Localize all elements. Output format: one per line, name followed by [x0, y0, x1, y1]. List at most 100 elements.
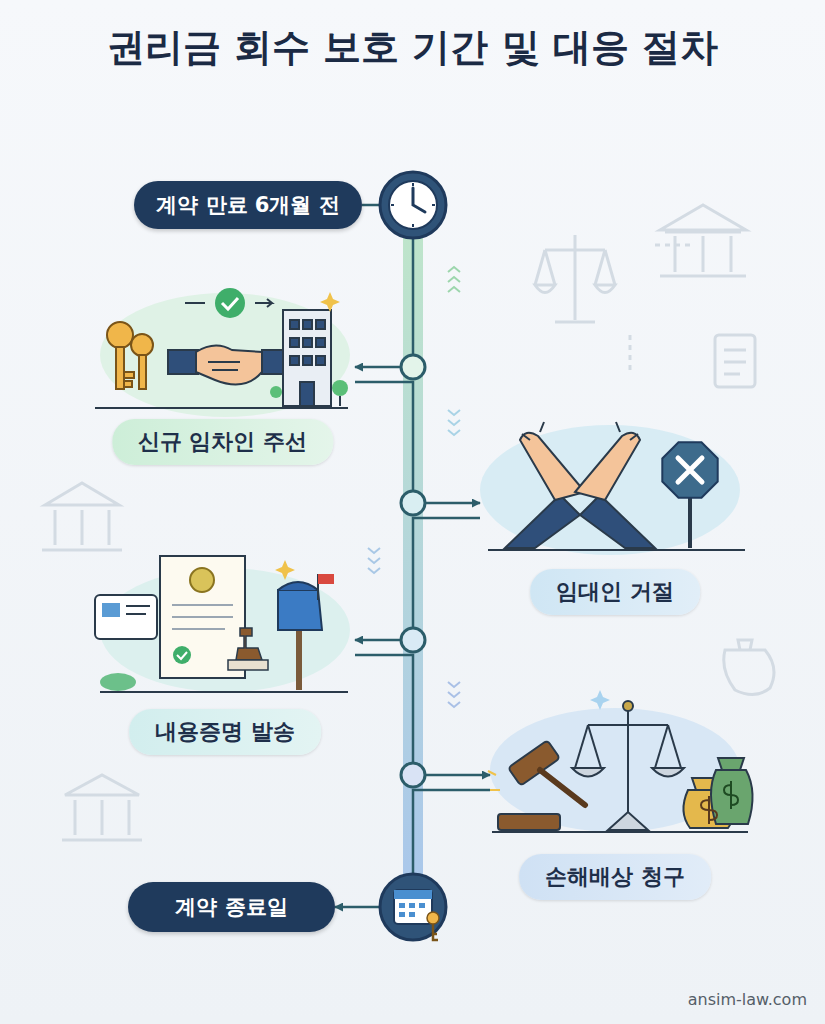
drawing-part — [177, 652, 187, 659]
drawing-part — [391, 183, 435, 227]
drawing-part — [409, 912, 415, 917]
drawing-part — [498, 814, 560, 830]
drawing-part — [730, 236, 733, 272]
watermark: ansim-law.com — [688, 990, 807, 1009]
drawing-part — [190, 568, 214, 592]
step-label: 신규 임차인 주선 — [112, 419, 333, 465]
drawing-part — [555, 321, 595, 324]
drawing-part — [290, 356, 299, 365]
drawing-part — [724, 781, 738, 809]
drawing-part — [196, 345, 262, 384]
drawing-part — [332, 380, 348, 396]
drawing-part — [492, 831, 748, 833]
drawing-part — [95, 595, 157, 639]
drawing-part — [283, 310, 331, 406]
drawing-part — [290, 320, 299, 329]
drawing-part — [608, 812, 648, 830]
drawing-part — [399, 903, 405, 908]
bg-temple — [42, 205, 746, 840]
drawing-part — [412, 183, 414, 186]
drawing-part — [590, 690, 610, 710]
drawing-part — [683, 758, 752, 828]
drawing-part — [520, 433, 585, 500]
drawing-part — [62, 839, 142, 842]
drawing-part — [283, 310, 331, 406]
drawing-part — [399, 903, 425, 917]
drawing-part — [107, 322, 153, 389]
drawing-part — [413, 188, 425, 212]
drawing-part — [65, 775, 139, 795]
drawing-part — [173, 646, 191, 664]
step-label: 임대인 거절 — [530, 569, 700, 615]
drawing-part — [605, 250, 615, 285]
drawing-part — [107, 322, 133, 348]
drawing-part — [300, 382, 314, 406]
drawing-part — [391, 204, 394, 206]
drawing-part — [124, 381, 132, 387]
step-card: 임대인 거절 — [480, 400, 750, 620]
drawing-part — [665, 231, 741, 234]
certified-mail-illustration — [95, 556, 350, 692]
timeline-dots — [401, 355, 425, 787]
drawing-part — [427, 912, 439, 924]
drawing-part — [116, 347, 124, 389]
drawing-part — [42, 549, 122, 552]
drawing-part — [320, 292, 340, 312]
drawing-part — [575, 433, 640, 500]
drawing-part — [572, 768, 604, 777]
drawing-part — [409, 903, 415, 908]
drawing-part — [380, 172, 446, 238]
drawing-part — [718, 758, 744, 770]
drawing-part — [588, 724, 668, 726]
drawing-part — [74, 800, 77, 835]
step-label: 손해배상 청구 — [519, 854, 711, 900]
drawing-part — [278, 582, 318, 590]
drawing-part — [660, 205, 746, 230]
drawing-part — [339, 396, 341, 406]
drawing-part — [522, 422, 638, 440]
drawing-part — [275, 560, 295, 580]
drawing-part — [678, 458, 702, 482]
milestone-pill: 계약 만료 6개월 전 — [134, 181, 362, 229]
drawing-part — [660, 275, 746, 278]
drawing-part — [394, 890, 432, 924]
drawing-part — [655, 725, 668, 768]
drawing-part — [575, 725, 588, 768]
drawing-part — [228, 660, 268, 670]
clock-icon — [380, 172, 446, 238]
drawing-part — [701, 796, 717, 824]
drawing-part — [419, 903, 425, 908]
drawing-part — [650, 244, 690, 247]
drawing-part — [412, 224, 414, 227]
drawing-part — [448, 410, 460, 435]
drawing-part — [535, 250, 545, 285]
drawing-part — [185, 299, 272, 307]
drawing-part — [318, 574, 334, 584]
timeline-connector — [355, 518, 480, 640]
drawing-part — [81, 510, 84, 545]
drawing-part — [131, 334, 153, 356]
drawing-part — [270, 386, 282, 398]
diagram-title: 권리금 회수 보호 기간 및 대응 절차 — [0, 22, 825, 73]
drawing-part — [215, 288, 245, 318]
drawing-part — [572, 701, 684, 830]
refusal-illustration — [480, 422, 745, 555]
drawing-part — [172, 628, 225, 630]
drawing-part — [126, 605, 150, 607]
drawing-part — [488, 549, 745, 551]
drawing-part — [380, 874, 446, 940]
drawing-part — [505, 433, 655, 548]
drawing-part — [394, 890, 432, 899]
drawing-part — [316, 356, 325, 365]
drawing-part — [316, 338, 325, 347]
drawing-part — [290, 338, 299, 347]
drawing-part — [100, 673, 136, 691]
drawing-part — [108, 510, 111, 545]
drawing-part — [535, 285, 555, 293]
step-label: 내용증명 발송 — [129, 709, 321, 755]
timeline-connector — [355, 655, 490, 775]
drawing-part — [303, 338, 312, 347]
drawing-part — [588, 725, 601, 768]
drawing-part — [45, 483, 119, 505]
